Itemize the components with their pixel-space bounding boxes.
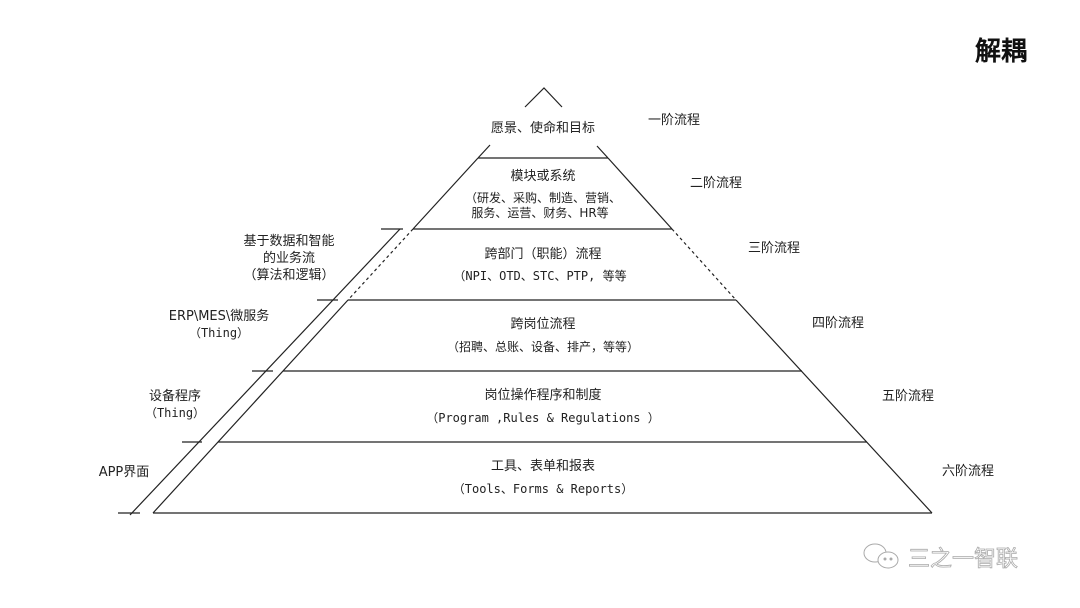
watermark-text: 三之一智联 [908, 547, 1018, 572]
pyramid-edge [607, 157, 673, 230]
level-2-detail-2: 服务、运营、财务、HR等 [471, 205, 608, 220]
left-label-2-line1: ERP\MES\微服务 [169, 308, 270, 324]
pyramid-edge [735, 299, 933, 514]
left-label-2-line2: （Thing） [189, 326, 249, 340]
left-label-1-line1: 基于数据和智能 [243, 234, 334, 249]
left-label-4: APP界面 [99, 465, 150, 480]
stage-4: 四阶流程 [812, 316, 864, 331]
page-title: 解耦 [975, 37, 1027, 67]
level-2-label: 模块或系统 [510, 169, 575, 184]
pyramid-edge [152, 299, 349, 514]
stage-1: 一阶流程 [648, 113, 700, 128]
pyramid-edge-dashed [347, 228, 414, 301]
level-1-label: 愿景、使命和目标 [491, 120, 595, 136]
left-label-1-line3: （算法和逻辑） [243, 268, 334, 283]
pyramid-edge [596, 145, 609, 159]
pyramid-edge [412, 157, 479, 230]
level-2-detail: （研发、采购、制造、营销、 [465, 190, 621, 205]
level-4-detail: （招聘、总账、设备、排产，等等） [447, 340, 639, 354]
level-3-label: 跨部门（职能）流程 [484, 247, 601, 262]
stage-6: 六阶流程 [942, 464, 994, 479]
pyramid-edge-dashed [671, 228, 737, 301]
level-6-label: 工具、表单和报表 [491, 459, 595, 474]
level-5-label: 岗位操作程序和制度 [484, 387, 601, 403]
level-3-detail: （NPI、OTD、STC、PTP, 等等 [453, 269, 626, 283]
outer-scale-line [129, 228, 401, 516]
level-6-detail: （Tools、Forms & Reports） [453, 482, 634, 496]
stage-5: 五阶流程 [882, 389, 934, 404]
wechat-icon [863, 543, 899, 569]
stage-2: 二阶流程 [690, 176, 742, 191]
pyramid-apex [524, 87, 563, 108]
level-5-detail: （Program ,Rules & Regulations ） [426, 411, 660, 425]
stage-3: 三阶流程 [748, 241, 800, 256]
pyramid-edge [477, 144, 491, 159]
left-label-3-line2: （Thing） [145, 406, 205, 420]
left-label-3-line1: 设备程序 [149, 388, 201, 404]
level-4-label: 跨岗位流程 [510, 317, 575, 332]
left-label-1-line2: 的业务流 [263, 250, 315, 266]
